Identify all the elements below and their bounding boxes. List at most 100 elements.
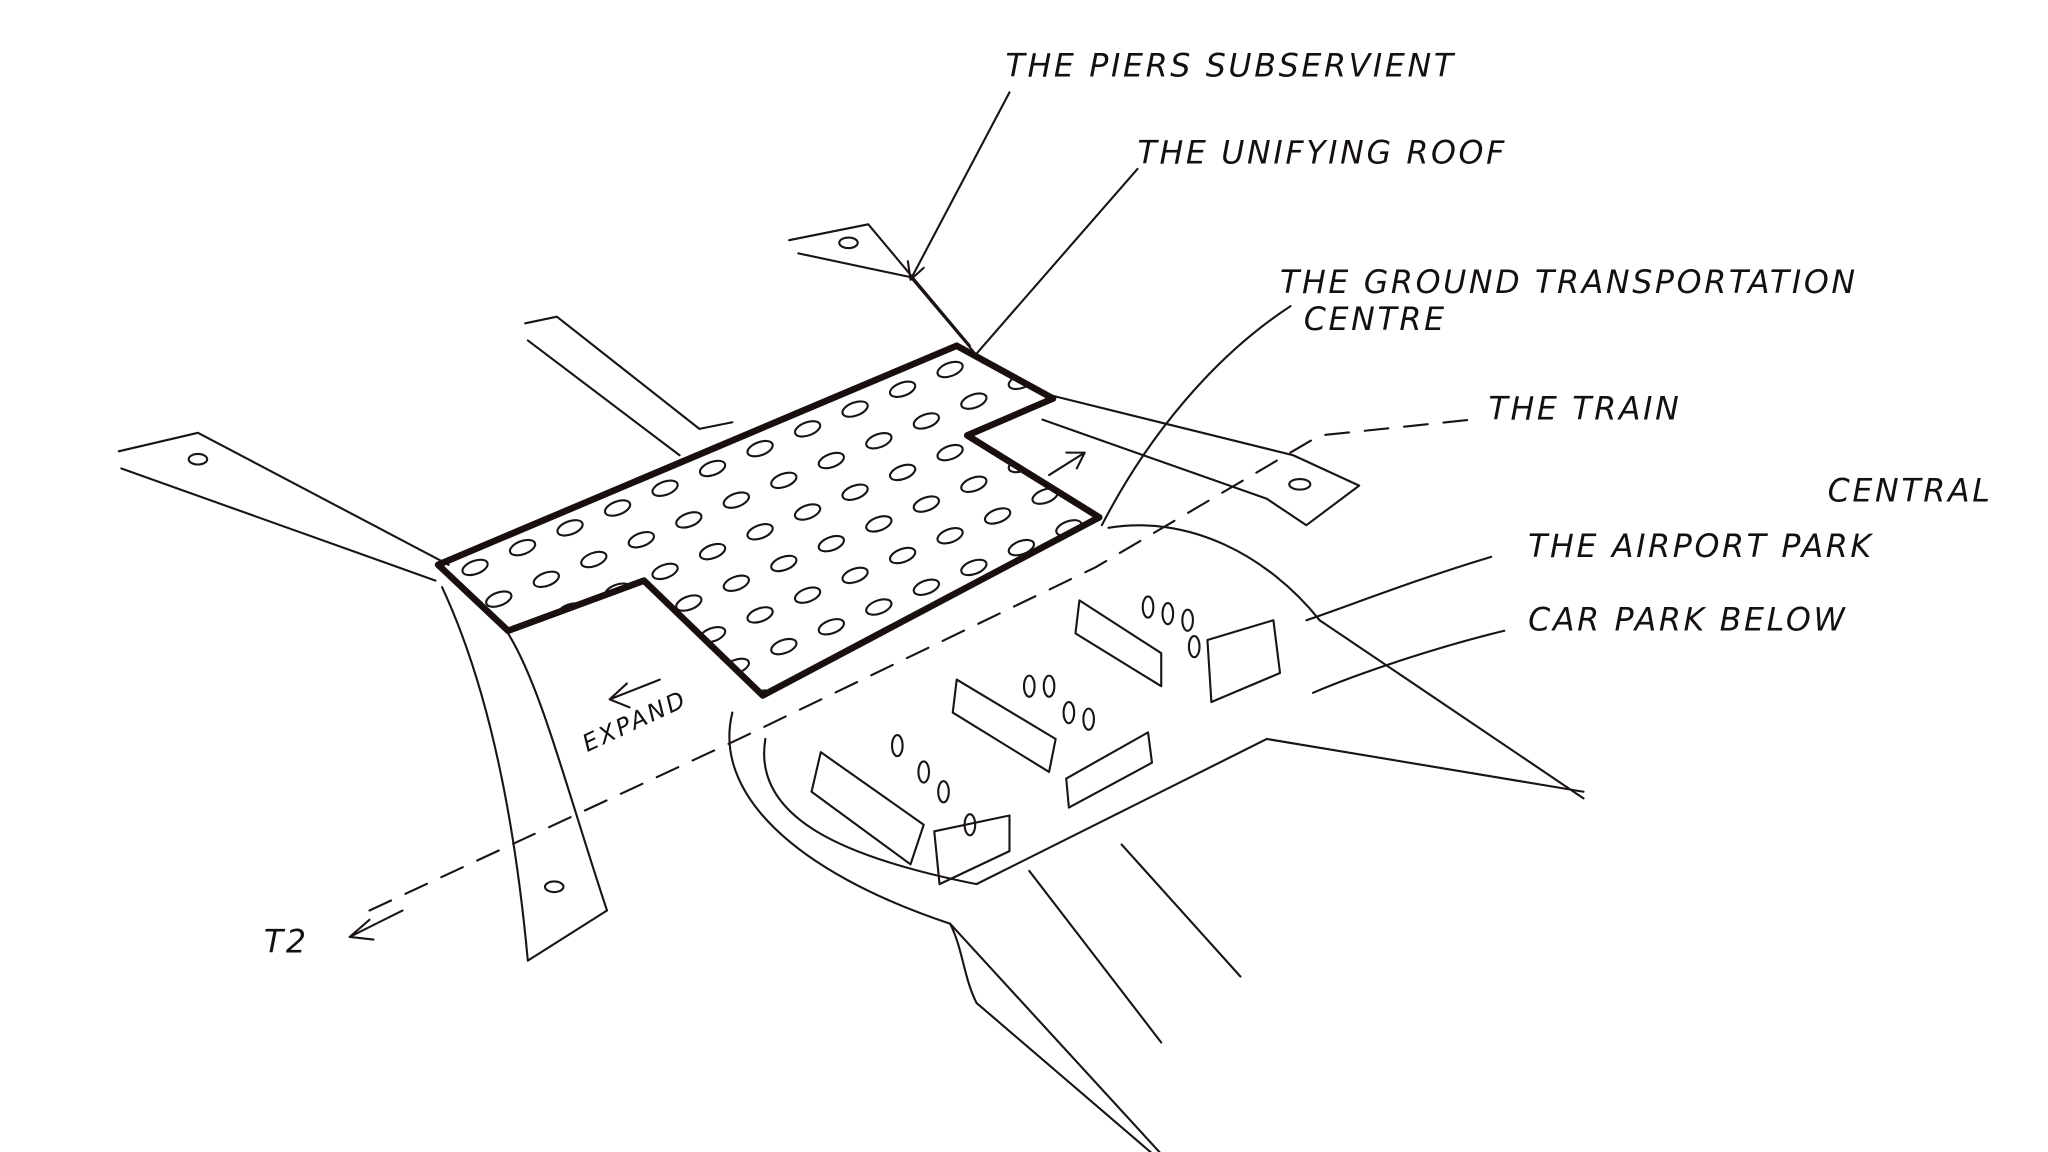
skylight [746, 689, 774, 696]
skylight [841, 400, 869, 418]
skylight [556, 685, 584, 696]
skylight [936, 443, 964, 462]
skylight [1125, 446, 1154, 467]
label-t2: T2 [264, 925, 309, 961]
skylight [603, 665, 632, 684]
skylight [1102, 331, 1131, 352]
label-central: CENTRAL [1828, 473, 1993, 509]
expand-arrow-icon [608, 678, 661, 709]
skylight [532, 653, 560, 672]
road [949, 922, 1153, 1152]
skylight [1031, 487, 1059, 505]
pier-gate [838, 236, 859, 250]
label-gtc-line2: CENTRE [1304, 302, 1447, 338]
right-pier [788, 223, 985, 364]
skylight [1220, 573, 1249, 594]
label-roof: THE UNIFYING ROOF [1137, 136, 1506, 172]
skylight [888, 629, 917, 648]
label-train: THE TRAIN [1488, 392, 1681, 428]
pier-gate [187, 452, 209, 466]
skylight [1268, 553, 1297, 574]
skylight [603, 499, 632, 517]
skylight [888, 463, 917, 482]
skylight [770, 637, 798, 656]
skylight [1030, 319, 1059, 340]
skylight [936, 360, 964, 379]
skylight [651, 645, 679, 664]
skylight [983, 590, 1012, 608]
leader-lines [906, 91, 1506, 694]
skylight [983, 507, 1012, 525]
skylight [793, 420, 822, 438]
skylight [651, 479, 679, 497]
skylight [674, 759, 703, 780]
skylight [675, 511, 703, 529]
skylight [556, 519, 584, 537]
pier-gate [543, 880, 565, 894]
skylight [1078, 299, 1107, 320]
skylight [698, 707, 727, 728]
unifying-roof [434, 299, 1297, 831]
label-car-park: CAR PARK BELOW [1528, 603, 1847, 639]
skylight [912, 661, 941, 680]
skylight [1220, 489, 1249, 510]
skylight [865, 515, 893, 533]
skylight [580, 633, 608, 652]
piers [117, 223, 1361, 962]
left-pier [117, 431, 609, 962]
pier-gate [1288, 477, 1312, 491]
skylight [865, 681, 893, 696]
skylight [770, 471, 798, 490]
skylight [960, 392, 988, 410]
skylight [675, 594, 703, 612]
skylight [936, 610, 964, 628]
skylight [888, 546, 917, 565]
label-piers: THE PIERS SUBSERVIENT [1006, 49, 1456, 85]
skylight [888, 711, 917, 732]
skylight [960, 558, 988, 577]
skylight [1244, 521, 1273, 542]
skylight [793, 586, 822, 604]
skylight [746, 439, 774, 458]
skylight [865, 598, 893, 616]
train-pier [1041, 394, 1361, 527]
skylight [746, 606, 774, 624]
skylight [793, 503, 822, 521]
skylight [698, 790, 727, 811]
skylight [722, 739, 751, 760]
skylight [1078, 550, 1100, 569]
skylight [650, 810, 679, 831]
ground-transport [368, 418, 1585, 1152]
skylight [722, 574, 750, 592]
skylight [1149, 478, 1178, 499]
label-expand: EXPAND [578, 685, 692, 758]
skylight [1078, 384, 1100, 402]
skylight [840, 731, 869, 752]
skylight [1007, 538, 1036, 557]
building [1074, 599, 1282, 704]
skylight [698, 459, 727, 478]
skylight [865, 432, 893, 450]
skylight [1078, 467, 1100, 486]
skylight [983, 673, 1012, 691]
skylight [960, 641, 988, 660]
skylight [912, 578, 941, 596]
skylight [817, 618, 845, 636]
skylight [1102, 580, 1131, 601]
skylight [1125, 363, 1154, 384]
trees [890, 595, 1201, 837]
skylight [841, 566, 869, 585]
dashed-train-line [368, 418, 1473, 912]
middle-pier [524, 315, 734, 457]
skylight [1055, 352, 1083, 371]
skylight [936, 527, 964, 545]
skylight [698, 625, 727, 644]
skylight [960, 475, 988, 494]
skylight [1007, 622, 1036, 640]
skylight [650, 727, 679, 748]
label-gtc-line1: THE GROUND TRANSPORTATION [1280, 265, 1858, 301]
skylight [1102, 414, 1131, 435]
road [763, 737, 1585, 886]
t2-arrow-icon [348, 909, 404, 941]
skylight [651, 562, 679, 581]
